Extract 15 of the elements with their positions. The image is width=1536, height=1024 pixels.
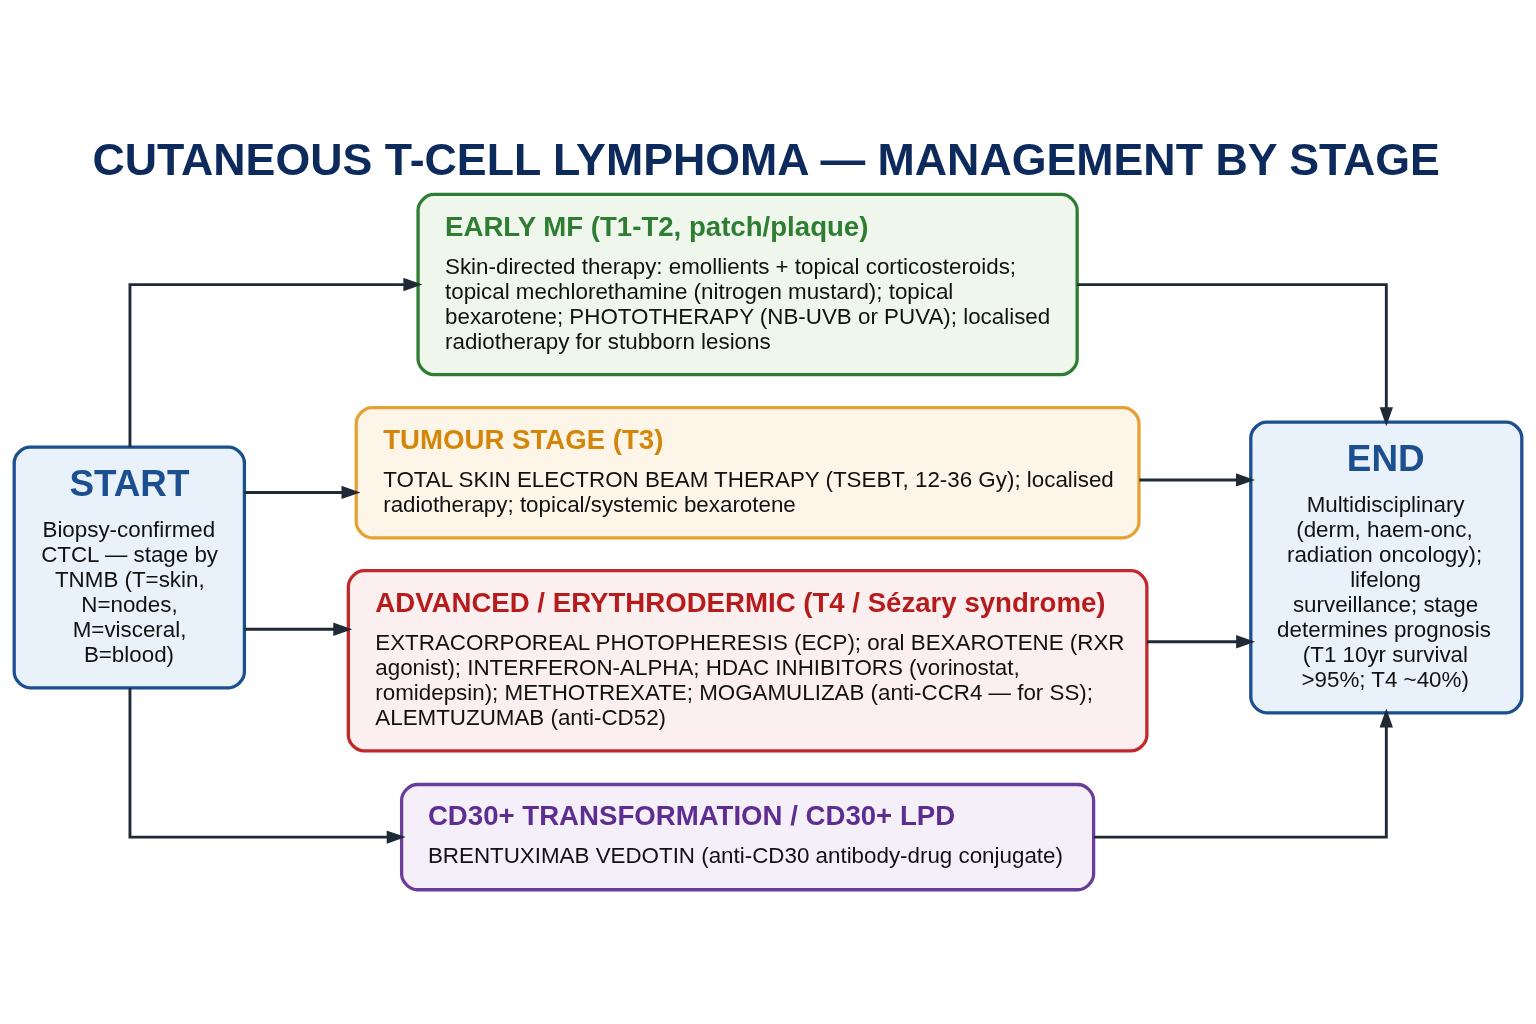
node-box: TUMOUR STAGE (T3) TOTAL SKIN ELECTRON BEAM THERAPY (TSEBT, 12-36 Gy); localised radiotherapy; topical/systemic bexarotene [354,405,1141,539]
arrow [1077,282,1393,426]
diagram-title: CUTANEOUS T-CELL LYMPHOMA — MANAGEMENT BY STAGE [92,134,1440,184]
node-box: ADVANCED / ERYTHRODERMIC (T4 / Sézary syndrome) EXTRACORPOREAL PHOTOPHERESIS (ECP); oral BEXAROTENE (RXR agonist); INTERFERON-ALPHA; HDAC INHIBITORS (vorinostat, romidepsin); METHOTREXATE; MOGAMULIZAB (anti-CCR4 — for SS); ALEMTUZUMAB (anti-CD52) [346,568,1149,753]
arrow [1139,472,1255,487]
node-box: EARLY MF (T1-T2, patch/plaque) Skin-directed therapy: emollients + topical corticosteroids; topical mechlorethamine (nitrogen mustard); topical bexarotene; PHOTOTHERAPY (NB-UVB or PUVA); localised radiotherapy for stubborn lesions [416,192,1079,376]
arrow [244,622,353,636]
arrow [244,485,361,499]
arrow [1147,634,1256,648]
node-box: CD30+ TRANSFORMATION / CD30+ LPD BRENTUXIMAB VEDOTIN (anti-CD30 antibody-drug conjugate) [399,782,1096,891]
node-box: START Biopsy-confirmed CTCL — stage by TNMB (T=skin, N=nodes, M=visceral, B=blood) [12,444,247,689]
arrow [1094,708,1393,839]
arrow [128,687,406,844]
node-box: END Multidisciplinary (derm, haem-onc, radiation oncology); lifelong surveillance; stage determines prognosis (T1 10yr survival >95%; T4 ~40%) [1249,419,1524,714]
arrow [128,277,423,447]
